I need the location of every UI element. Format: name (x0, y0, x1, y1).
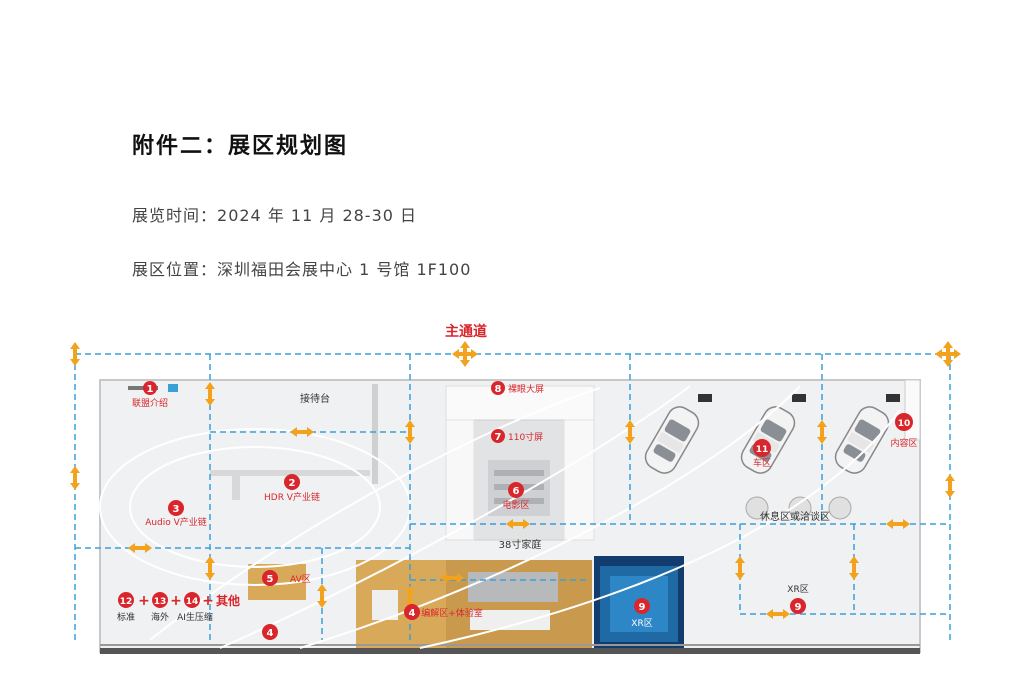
zone-marker-4b: 4 (262, 624, 278, 640)
zone-4b-number: 4 (267, 628, 274, 639)
zone-14-number: 14 (186, 597, 199, 607)
zone-8-label: 裸眼大屏 (508, 383, 544, 395)
zone-8-number: 8 (495, 384, 502, 395)
zone-13-number: 13 (154, 597, 167, 607)
zone-5-number: 5 (267, 574, 274, 585)
zone-3-label: Audio V产业链 (145, 516, 207, 528)
zone-7-number: 7 (495, 432, 502, 443)
zone-11-label: 车区 (753, 457, 771, 469)
time-value: 2024 年 11 月 28-30 日 (217, 206, 418, 225)
zone-9a-number: 9 (639, 602, 646, 613)
zone-1-number: 1 (147, 384, 154, 395)
zone-marker-6: 6 电影区 (502, 482, 530, 511)
main-aisle-label: 主通道 (445, 323, 487, 340)
zone-marker-10: 10 内容区 (890, 413, 918, 449)
exhibition-location: 展区位置：深圳福田会展中心 1 号馆 1F100 (132, 256, 471, 280)
zone-marker-5: 5 AV区 (262, 570, 311, 586)
zone-12-number: 12 (120, 597, 133, 607)
zone-10-number: 10 (898, 419, 911, 429)
zone-2-number: 2 (289, 478, 296, 489)
zone-2-label: HDR V产业链 (264, 491, 320, 503)
rest-area-tables (745, 496, 852, 520)
zone-marker-7: 7 110寸屏 (491, 429, 543, 443)
home-38-label: 38寸家庭 (499, 538, 542, 551)
zone-10-label: 内容区 (890, 437, 917, 449)
location-label: 展区位置： (132, 260, 218, 279)
exhibition-time: 展览时间：2024 年 11 月 28-30 日 (132, 202, 417, 226)
zone-9a-label: XR区 (631, 618, 652, 629)
zone-marker-3: 3 Audio V产业链 (145, 500, 207, 528)
zone-marker-1: 1 联盟介绍 (132, 381, 168, 409)
zone-3-number: 3 (173, 504, 180, 515)
zone-9b-number: 9 (795, 602, 802, 613)
zone-4a-number: 4 (409, 608, 416, 619)
aisle-cross-arrow-right (935, 341, 961, 367)
zone-marker-4a: 4 编解区+体验室 (404, 604, 483, 620)
zone-1-label: 联盟介绍 (132, 397, 168, 409)
zone-marker-2: 2 HDR V产业链 (264, 474, 320, 503)
zone-6-number: 6 (513, 486, 520, 497)
zone-7-label: 110寸屏 (508, 431, 543, 443)
zone-9b-label: XR区 (787, 584, 808, 595)
page-title: 附件二：展区规划图 (132, 133, 349, 159)
aisle-cross-arrow-center (452, 341, 478, 367)
plus-1: + (138, 593, 150, 609)
plus-3: + (202, 593, 214, 609)
plus-2: + (170, 593, 182, 609)
zone-marker-9a: 9 XR区 (631, 598, 653, 629)
reception-label: 接待台 (300, 392, 330, 405)
time-label: 展览时间： (132, 206, 218, 225)
zone-12-label: 标准 (117, 611, 135, 623)
zone-marker-11: 11 车区 (753, 439, 771, 469)
zone-5-label: AV区 (290, 574, 311, 585)
zone-marker-8: 8 裸眼大屏 (491, 381, 544, 395)
zone-14-label: AI生压缩 (177, 611, 213, 623)
zone-marker-9b: 9 XR区 (787, 584, 809, 614)
zone-6-label: 电影区 (502, 499, 529, 511)
car-display (640, 394, 900, 479)
others-label: 其他 (216, 593, 240, 608)
zone-13-label: 海外 (151, 611, 169, 623)
location-value: 深圳福田会展中心 1 号馆 1F100 (217, 260, 472, 279)
zone-group-12-13-14: 12 + 13 + 14 + 其他 标准 海外 AI生压缩 (117, 592, 240, 623)
rest-area-label: 休息区或洽谈区 (760, 510, 830, 523)
zone-11-number: 11 (756, 445, 769, 455)
zone-4a-label: 编解区+体验室 (421, 607, 483, 619)
